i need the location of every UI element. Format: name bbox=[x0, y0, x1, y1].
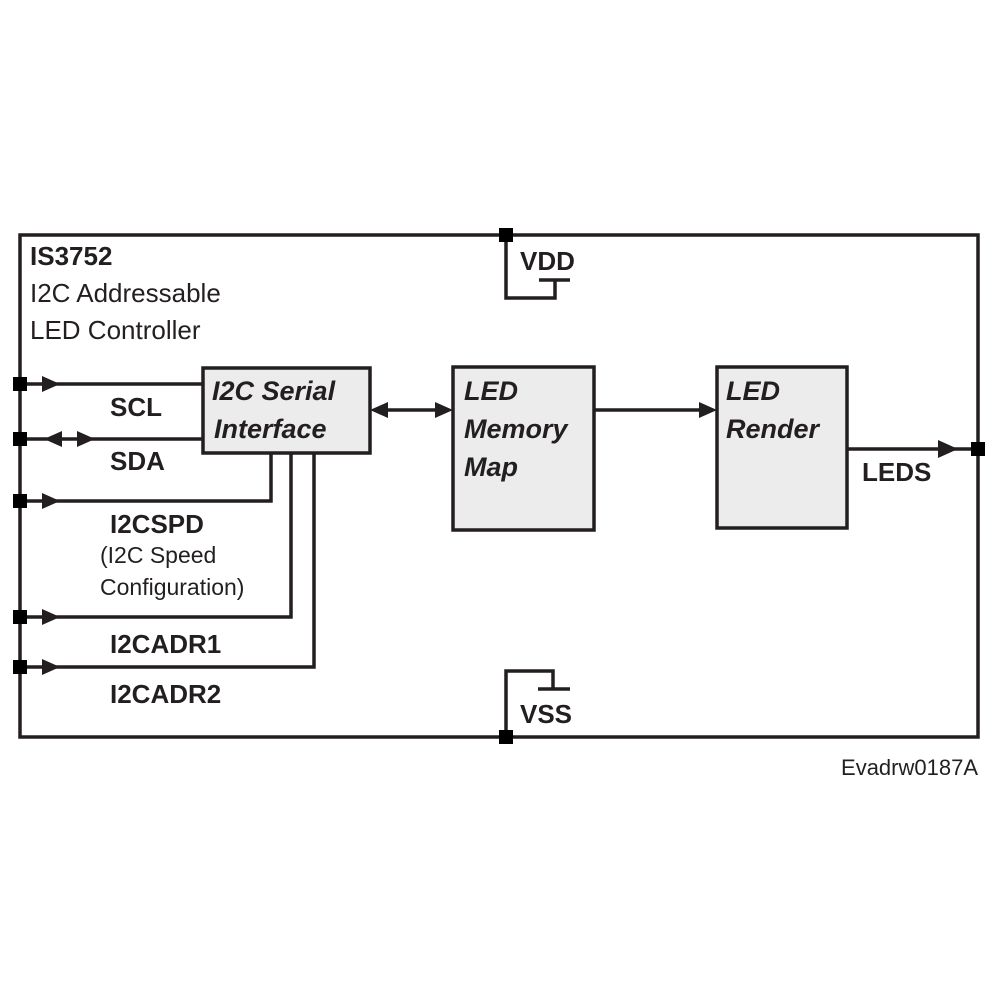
i2c-memory-bidirectional-arrow bbox=[370, 402, 453, 418]
vdd-supply: VDD bbox=[499, 228, 575, 300]
chip-name: IS3752 bbox=[30, 241, 112, 271]
memory-block-label-line2: Memory bbox=[464, 414, 570, 444]
led-render-block bbox=[715, 365, 849, 530]
i2c-serial-interface-block bbox=[201, 366, 372, 455]
figure-id: Evadrw0187A bbox=[841, 755, 978, 780]
i2cadr2-label: I2CADR2 bbox=[110, 679, 221, 709]
chip-description-line1: I2C Addressable bbox=[30, 278, 221, 308]
vss-ground: VSS bbox=[499, 669, 572, 744]
vss-label: VSS bbox=[520, 699, 572, 729]
vdd-label: VDD bbox=[520, 246, 575, 276]
memory-block-label-line1: LED bbox=[464, 376, 518, 406]
i2cspd-note-line2: Configuration) bbox=[100, 574, 244, 600]
i2cadr2-input: I2CADR2 bbox=[13, 453, 316, 709]
sda-bidirectional: SDA bbox=[13, 431, 203, 476]
i2cspd-note-line1: (I2C Speed bbox=[100, 542, 216, 568]
i2cspd-pin bbox=[13, 494, 27, 508]
leds-pin bbox=[971, 442, 985, 456]
memory-render-arrow bbox=[594, 402, 717, 418]
sda-label: SDA bbox=[110, 446, 165, 476]
i2cspd-input: I2CSPD (I2C Speed Configuration) bbox=[13, 453, 273, 600]
render-block-label-line2: Render bbox=[726, 414, 821, 444]
vss-pin bbox=[499, 730, 513, 744]
i2c-block-label-line1: I2C Serial bbox=[212, 376, 336, 406]
memory-block-label-line3: Map bbox=[464, 452, 518, 482]
i2cadr1-pin bbox=[13, 610, 27, 624]
vdd-pin bbox=[499, 228, 513, 242]
leds-label: LEDS bbox=[862, 457, 931, 487]
i2cadr1-input: I2CADR1 bbox=[13, 453, 293, 659]
render-block-label-line1: LED bbox=[726, 376, 780, 406]
leds-output: LEDS bbox=[847, 440, 985, 487]
led-memory-map-block bbox=[451, 365, 596, 532]
i2cadr2-pin bbox=[13, 660, 27, 674]
i2c-block-label-line2: Interface bbox=[214, 414, 327, 444]
i2cadr1-label: I2CADR1 bbox=[110, 629, 221, 659]
i2cspd-label: I2CSPD bbox=[110, 509, 204, 539]
scl-input: SCL bbox=[13, 376, 203, 422]
chip-description-line2: LED Controller bbox=[30, 315, 201, 345]
scl-pin bbox=[13, 377, 27, 391]
sda-pin bbox=[13, 432, 27, 446]
scl-label: SCL bbox=[110, 392, 162, 422]
